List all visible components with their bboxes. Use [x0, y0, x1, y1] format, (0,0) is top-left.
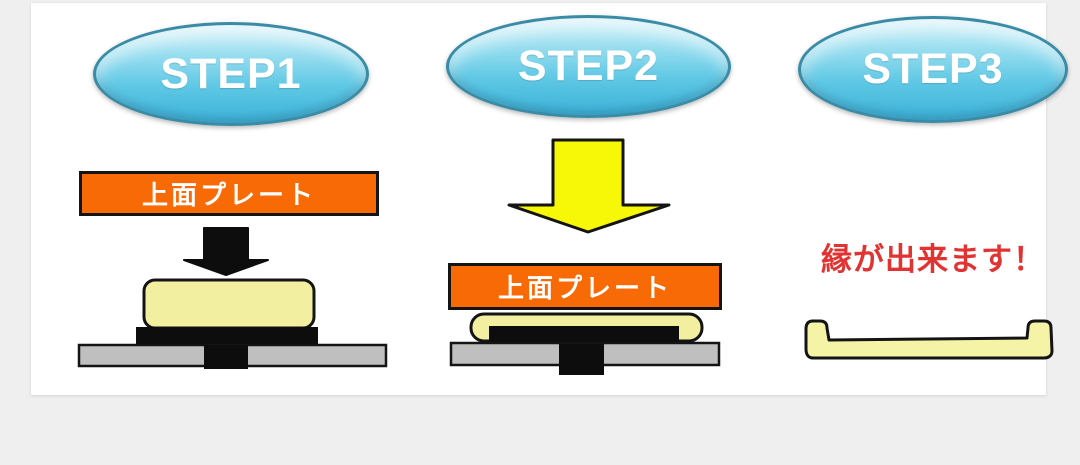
press-stem: [559, 344, 604, 375]
step1-badge: STEP1: [93, 22, 369, 126]
black-down-arrow-icon: [183, 227, 269, 276]
step2-badge-label: STEP2: [517, 42, 660, 90]
step2-badge: STEP2: [446, 15, 731, 118]
press-bar: [136, 327, 318, 346]
dough-block: [142, 278, 316, 330]
step3-badge: STEP3: [798, 16, 1068, 123]
step2-top-plate: 上面プレート: [448, 263, 722, 310]
step3-tray-illustration: [804, 319, 1054, 360]
press-stem: [204, 345, 248, 369]
finished-tray-with-rim: [804, 319, 1054, 360]
step2-top-plate-label: 上面プレート: [497, 273, 672, 303]
step1-press-illustration: [77, 227, 388, 369]
step1-top-plate: 上面プレート: [79, 171, 379, 216]
step2-press-illustration: [449, 312, 721, 375]
step1-badge-label: STEP1: [160, 49, 302, 98]
rim-caption: 縁が出来ます！: [821, 242, 1045, 277]
step1-top-plate-label: 上面プレート: [141, 180, 316, 210]
step2-arrow-illustration: [507, 138, 671, 234]
yellow-down-arrow-icon: [507, 138, 671, 234]
steps-diagram-panel: STEP1 STEP2 STEP3 上面プレート 上面プレート: [31, 3, 1068, 395]
step3-badge-label: STEP3: [862, 45, 1004, 93]
